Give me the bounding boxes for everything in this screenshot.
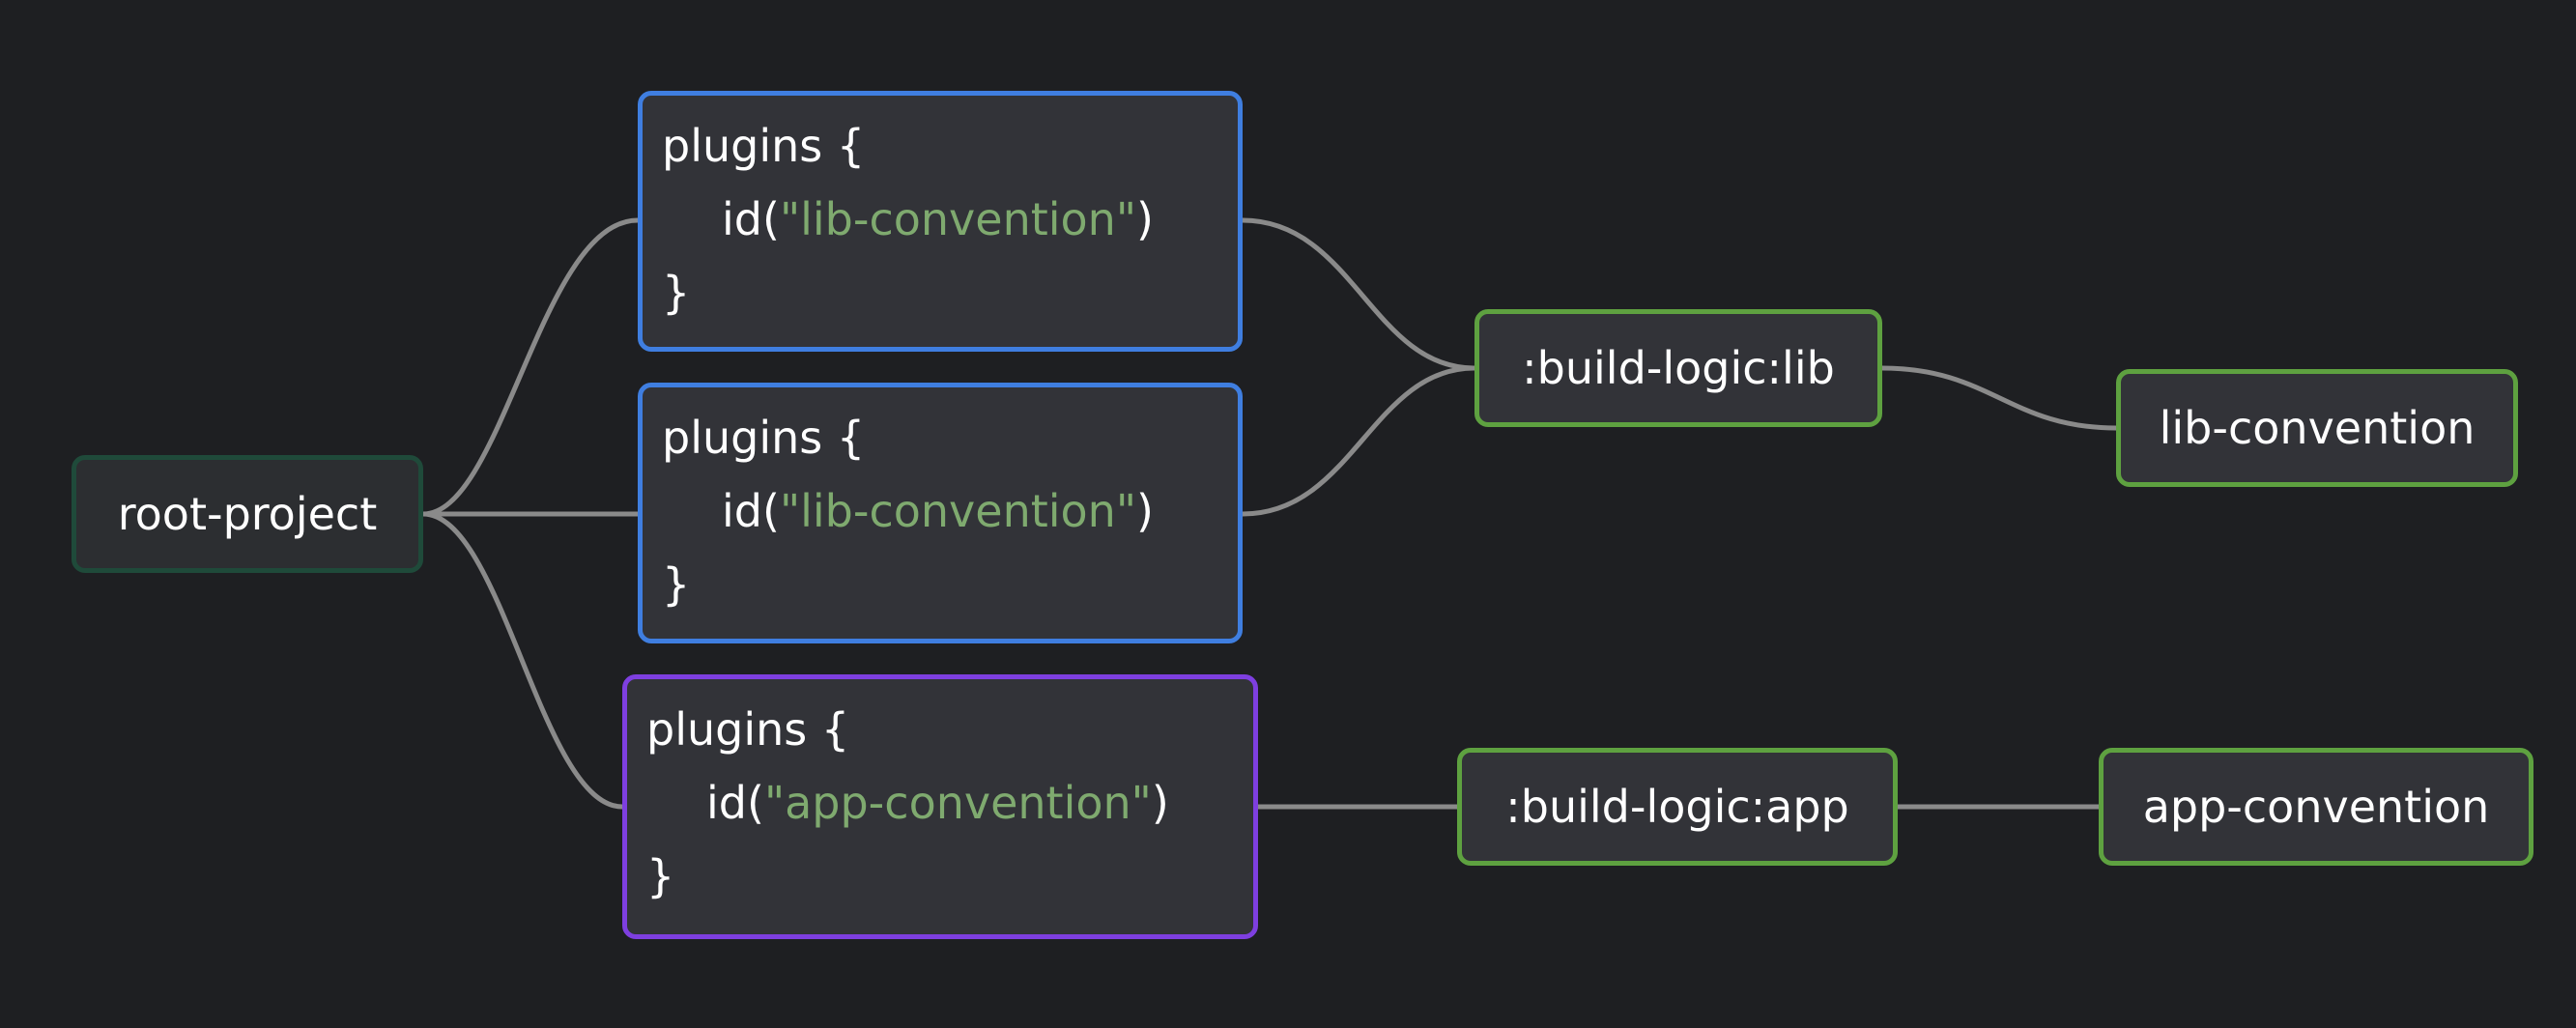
edge-block-2-to-lib-module <box>1242 365 1475 517</box>
module-label: :build-logic:lib <box>1522 342 1835 394</box>
plugins-open-line: plugins { <box>662 120 866 172</box>
convention-label: lib-convention <box>2159 402 2476 454</box>
plugin-id-string: "lib-convention" <box>779 485 1136 537</box>
plugins-block-lib-2[interactable]: plugins { id("lib-convention") } <box>638 383 1243 643</box>
plugins-block-app[interactable]: plugins { id("app-convention") } <box>622 674 1258 939</box>
root-project-node[interactable]: root-project <box>72 455 423 573</box>
module-node-build-logic-lib[interactable]: :build-logic:lib <box>1474 309 1882 427</box>
convention-node-lib[interactable]: lib-convention <box>2116 369 2518 487</box>
convention-node-app[interactable]: app-convention <box>2099 748 2533 866</box>
plugins-open-line: plugins { <box>662 412 866 464</box>
plugin-id-line: id("lib-convention") <box>722 193 1154 245</box>
edge-root-to-block-1 <box>422 217 639 517</box>
plugin-id-string: "app-convention" <box>763 777 1152 829</box>
plugin-id-line: id("lib-convention") <box>722 485 1154 537</box>
module-label: :build-logic:app <box>1505 781 1849 833</box>
plugin-id-string: "lib-convention" <box>779 193 1136 245</box>
root-project-label: root-project <box>117 488 378 540</box>
edge-block-1-to-lib-module <box>1242 217 1475 371</box>
convention-label: app-convention <box>2142 781 2490 833</box>
module-node-build-logic-app[interactable]: :build-logic:app <box>1457 748 1898 866</box>
plugin-id-line: id("app-convention") <box>706 777 1169 829</box>
plugins-close-line: } <box>662 558 691 611</box>
plugins-close-line: } <box>646 850 675 902</box>
plugins-close-line: } <box>662 267 691 319</box>
plugins-block-lib-1[interactable]: plugins { id("lib-convention") } <box>638 91 1243 352</box>
plugins-open-line: plugins { <box>646 703 850 756</box>
edge-lib-module-to-lib-convention <box>1881 365 2117 431</box>
edge-root-to-block-3 <box>422 511 623 810</box>
